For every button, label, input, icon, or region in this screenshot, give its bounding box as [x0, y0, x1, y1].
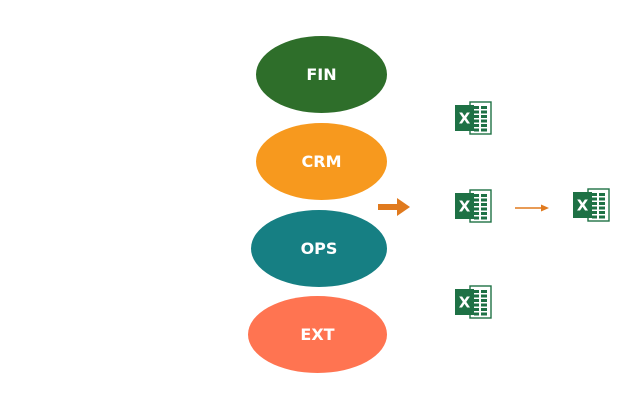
svg-text:X: X	[459, 110, 471, 128]
source-label: CRM	[301, 152, 342, 171]
excel-file-icon: X	[573, 188, 610, 222]
source-node-ext: EXT	[248, 296, 387, 373]
source-label: OPS	[300, 239, 338, 258]
consolidate-arrow	[515, 204, 549, 212]
source-label: FIN	[306, 65, 337, 84]
svg-text:X: X	[459, 294, 471, 312]
svg-text:X: X	[459, 198, 471, 216]
source-node-crm: CRM	[256, 123, 387, 200]
excel-file-icon: X	[455, 101, 492, 135]
source-node-ops: OPS	[251, 210, 387, 287]
excel-file-icon: X	[455, 189, 492, 223]
source-label: EXT	[300, 325, 335, 344]
svg-text:X: X	[577, 197, 589, 215]
excel-file-icon: X	[455, 285, 492, 319]
merge-arrow	[378, 198, 410, 216]
source-node-fin: FIN	[256, 36, 387, 113]
